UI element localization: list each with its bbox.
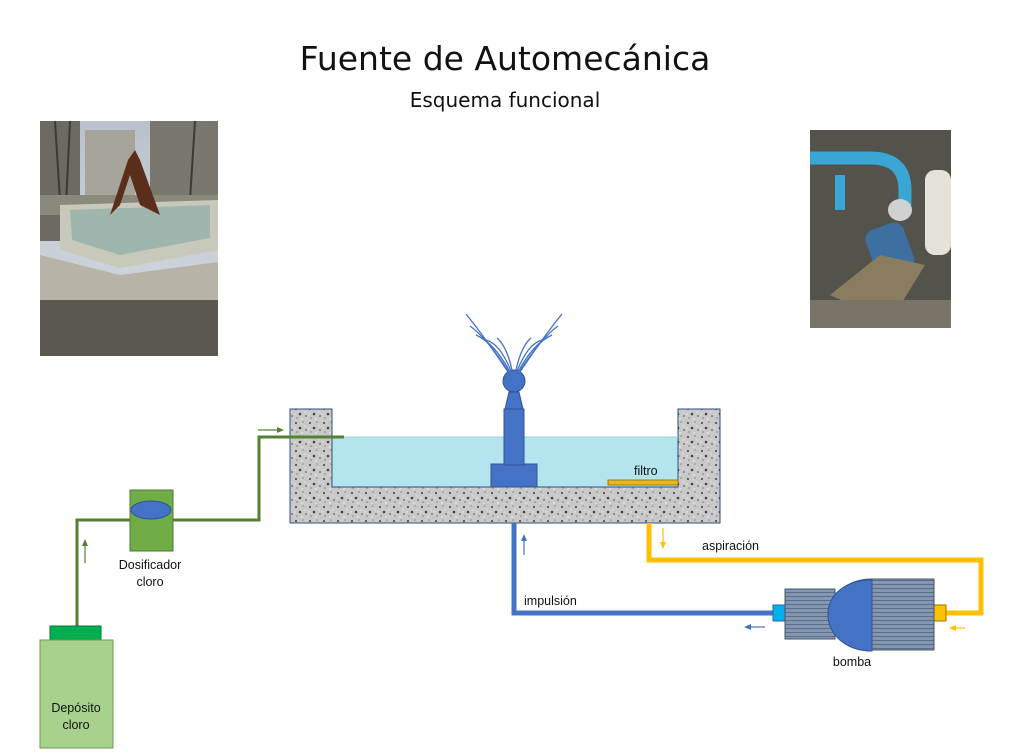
fountain-photo — [40, 120, 218, 356]
suction-label: aspiración — [702, 539, 759, 553]
tank-label-line1: Depósito — [51, 701, 100, 715]
filter-label: filtro — [634, 464, 658, 478]
suction-pipe — [646, 523, 984, 631]
page-subtitle: Esquema funcional — [410, 88, 601, 112]
tank-label-line2: cloro — [62, 718, 89, 732]
pump-room-photo — [810, 130, 951, 328]
doser-label-line1: Dosificador — [119, 558, 182, 572]
water-jets — [465, 313, 563, 373]
chlorine-tank — [39, 625, 114, 749]
chlorine-doser — [129, 489, 174, 552]
chlorine-pipe — [75, 427, 344, 626]
impulse-pipe — [511, 523, 773, 630]
impulse-label: impulsión — [524, 594, 577, 608]
fountain-nozzle — [490, 369, 538, 488]
filter — [607, 479, 679, 486]
pump-label: bomba — [833, 655, 871, 669]
page-title: Fuente de Automecánica — [300, 39, 711, 78]
doser-label-line2: cloro — [136, 575, 163, 589]
pump — [772, 578, 947, 652]
